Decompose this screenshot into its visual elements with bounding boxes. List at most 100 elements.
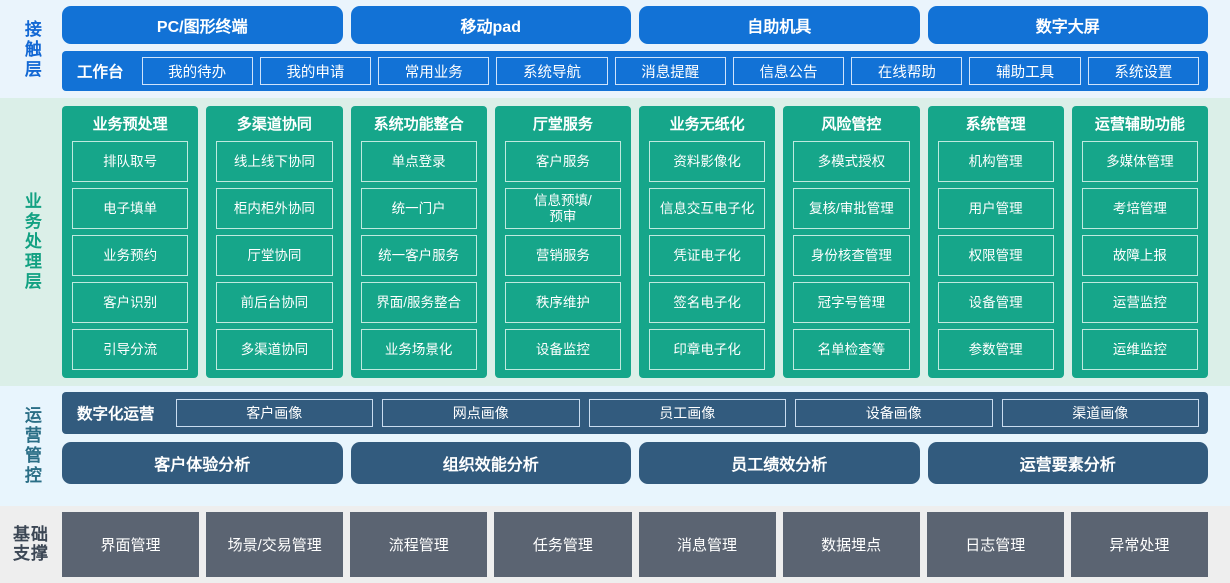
channel-button-self-service[interactable]: 自助机具 xyxy=(639,6,920,44)
biz-item[interactable]: 签名电子化 xyxy=(649,282,766,323)
portrait-channel[interactable]: 渠道画像 xyxy=(1001,399,1200,427)
biz-item[interactable]: 单点登录 xyxy=(360,141,477,182)
biz-item[interactable]: 信息交互电子化 xyxy=(649,188,766,229)
biz-item[interactable]: 凭证电子化 xyxy=(649,235,766,276)
workbench-item-online-help[interactable]: 在线帮助 xyxy=(851,57,963,85)
biz-item[interactable]: 客户识别 xyxy=(72,282,189,323)
business-column-system-integration: 系统功能整合 单点登录 统一门户 统一客户服务 界面/服务整合 业务场景化 xyxy=(350,106,487,378)
business-column-system-management: 系统管理 机构管理 用户管理 权限管理 设备管理 参数管理 xyxy=(927,106,1064,378)
workbench-item-aux-tools[interactable]: 辅助工具 xyxy=(969,57,1081,85)
workbench-item-message-reminder[interactable]: 消息提醒 xyxy=(614,57,726,85)
workbench-item-system-navigation[interactable]: 系统导航 xyxy=(496,57,608,85)
biz-item[interactable]: 统一门户 xyxy=(360,188,477,229)
biz-item[interactable]: 多渠道协同 xyxy=(216,329,333,370)
biz-item[interactable]: 业务场景化 xyxy=(360,329,477,370)
column-title: 厅堂服务 xyxy=(532,116,593,133)
layer-contact: 接触层 PC/图形终端 移动pad 自助机具 数字大屏 工作台 我的待办 我的申… xyxy=(0,0,1230,98)
digital-operations-title: 数字化运营 xyxy=(77,406,155,423)
column-items: 资料影像化 信息交互电子化 凭证电子化 签名电子化 印章电子化 xyxy=(649,141,766,370)
biz-item[interactable]: 业务预约 xyxy=(72,235,189,276)
biz-item[interactable]: 柜内柜外协同 xyxy=(216,188,333,229)
workbench-item-my-todo[interactable]: 我的待办 xyxy=(141,57,253,85)
biz-item[interactable]: 排队取号 xyxy=(72,141,189,182)
biz-item[interactable]: 厅堂协同 xyxy=(216,235,333,276)
portrait-customer[interactable]: 客户画像 xyxy=(175,399,374,427)
business-column-group: 业务预处理 排队取号 电子填单 业务预约 客户识别 引导分流 多渠道协同 线上线… xyxy=(62,106,1230,378)
column-title: 业务无纸化 xyxy=(669,116,745,133)
foundation-item-data-tracking[interactable]: 数据埋点 xyxy=(782,512,920,577)
biz-item[interactable]: 运维监控 xyxy=(1081,329,1198,370)
column-title: 系统管理 xyxy=(965,116,1026,133)
foundation-item-ui-management[interactable]: 界面管理 xyxy=(62,512,200,577)
layer-operations: 运营管控 数字化运营 客户画像 网点画像 员工画像 设备画像 渠道画像 客户体验… xyxy=(0,386,1230,506)
layer-foundation: 基础 支撑 界面管理 场景/交易管理 流程管理 任务管理 消息管理 数据埋点 日… xyxy=(0,506,1230,583)
biz-item[interactable]: 身份核查管理 xyxy=(793,235,910,276)
biz-item[interactable]: 信息预填/ 预审 xyxy=(504,188,621,229)
biz-item[interactable]: 设备监控 xyxy=(504,329,621,370)
column-items: 多模式授权 复核/审批管理 身份核查管理 冠字号管理 名单检查等 xyxy=(793,141,910,370)
workbench-item-common-business[interactable]: 常用业务 xyxy=(378,57,490,85)
foundation-item-row: 界面管理 场景/交易管理 流程管理 任务管理 消息管理 数据埋点 日志管理 异常… xyxy=(62,512,1208,577)
biz-item[interactable]: 考培管理 xyxy=(1081,188,1198,229)
portrait-device[interactable]: 设备画像 xyxy=(795,399,993,427)
column-title: 业务预处理 xyxy=(92,116,168,133)
layer-business-body: 业务预处理 排队取号 电子填单 业务预约 客户识别 引导分流 多渠道协同 线上线… xyxy=(62,106,1230,378)
channel-button-row: PC/图形终端 移动pad 自助机具 数字大屏 xyxy=(62,6,1230,44)
layer-foundation-body: 界面管理 场景/交易管理 流程管理 任务管理 消息管理 数据埋点 日志管理 异常… xyxy=(62,512,1230,577)
biz-item[interactable]: 电子填单 xyxy=(72,188,189,229)
column-items: 线上线下协同 柜内柜外协同 厅堂协同 前后台协同 多渠道协同 xyxy=(216,141,333,370)
workbench-item-my-application[interactable]: 我的申请 xyxy=(259,57,372,85)
analysis-organizational-efficiency[interactable]: 组织效能分析 xyxy=(350,442,631,484)
foundation-item-process-management[interactable]: 流程管理 xyxy=(350,512,488,577)
layer-contact-label: 接触层 xyxy=(21,20,41,80)
layer-contact-body: PC/图形终端 移动pad 自助机具 数字大屏 工作台 我的待办 我的申请 常用… xyxy=(62,6,1230,94)
biz-item[interactable]: 多模式授权 xyxy=(793,141,910,182)
channel-button-mobile-pad[interactable]: 移动pad xyxy=(350,6,631,44)
biz-item[interactable]: 冠字号管理 xyxy=(793,282,910,323)
foundation-item-scene-transaction-management[interactable]: 场景/交易管理 xyxy=(206,512,344,577)
layer-operations-label: 运营管控 xyxy=(21,406,41,486)
biz-item[interactable]: 界面/服务整合 xyxy=(360,282,477,323)
biz-item[interactable]: 权限管理 xyxy=(937,235,1054,276)
foundation-item-message-management[interactable]: 消息管理 xyxy=(638,512,776,577)
biz-item[interactable]: 用户管理 xyxy=(937,188,1054,229)
biz-item[interactable]: 印章电子化 xyxy=(649,329,766,370)
analysis-operating-factors[interactable]: 运营要素分析 xyxy=(927,442,1208,484)
analysis-customer-experience[interactable]: 客户体验分析 xyxy=(62,442,343,484)
biz-item[interactable]: 线上线下协同 xyxy=(216,141,333,182)
workbench-item-system-settings[interactable]: 系统设置 xyxy=(1087,57,1200,85)
foundation-label-line2: 支撑 xyxy=(13,543,49,563)
foundation-item-task-management[interactable]: 任务管理 xyxy=(494,512,632,577)
biz-item[interactable]: 引导分流 xyxy=(72,329,189,370)
biz-item[interactable]: 客户服务 xyxy=(504,141,621,182)
biz-item[interactable]: 统一客户服务 xyxy=(360,235,477,276)
business-column-operations-support: 运营辅助功能 多媒体管理 考培管理 故障上报 运营监控 运维监控 xyxy=(1071,106,1208,378)
biz-item[interactable]: 多媒体管理 xyxy=(1081,141,1198,182)
portrait-branch[interactable]: 网点画像 xyxy=(382,399,580,427)
biz-item[interactable]: 参数管理 xyxy=(937,329,1054,370)
biz-item[interactable]: 运营监控 xyxy=(1081,282,1198,323)
column-items: 机构管理 用户管理 权限管理 设备管理 参数管理 xyxy=(937,141,1054,370)
column-title: 系统功能整合 xyxy=(373,116,464,133)
business-column-lobby-service: 厅堂服务 客户服务 信息预填/ 预审 营销服务 秩序维护 设备监控 xyxy=(494,106,631,378)
column-title: 多渠道协同 xyxy=(236,116,312,133)
portrait-employee[interactable]: 员工画像 xyxy=(588,399,787,427)
biz-item[interactable]: 秩序维护 xyxy=(504,282,621,323)
biz-item[interactable]: 故障上报 xyxy=(1081,235,1198,276)
biz-item[interactable]: 营销服务 xyxy=(504,235,621,276)
analysis-employee-performance[interactable]: 员工绩效分析 xyxy=(639,442,920,484)
workbench-bar: 工作台 我的待办 我的申请 常用业务 系统导航 消息提醒 信息公告 在线帮助 辅… xyxy=(62,51,1208,91)
biz-item[interactable]: 资料影像化 xyxy=(649,141,766,182)
biz-item[interactable]: 机构管理 xyxy=(937,141,1054,182)
business-column-preprocessing: 业务预处理 排队取号 电子填单 业务预约 客户识别 引导分流 xyxy=(62,106,199,378)
channel-button-digital-screen[interactable]: 数字大屏 xyxy=(927,6,1208,44)
workbench-item-announcement[interactable]: 信息公告 xyxy=(732,57,845,85)
foundation-item-log-management[interactable]: 日志管理 xyxy=(926,512,1064,577)
biz-item[interactable]: 复核/审批管理 xyxy=(793,188,910,229)
channel-button-pc[interactable]: PC/图形终端 xyxy=(62,6,343,44)
biz-item[interactable]: 前后台协同 xyxy=(216,282,333,323)
biz-item[interactable]: 设备管理 xyxy=(937,282,1054,323)
biz-item[interactable]: 名单检查等 xyxy=(793,329,910,370)
foundation-item-exception-handling[interactable]: 异常处理 xyxy=(1070,512,1208,577)
layer-business: 业务处理层 业务预处理 排队取号 电子填单 业务预约 客户识别 引导分流 多渠道… xyxy=(0,98,1230,386)
